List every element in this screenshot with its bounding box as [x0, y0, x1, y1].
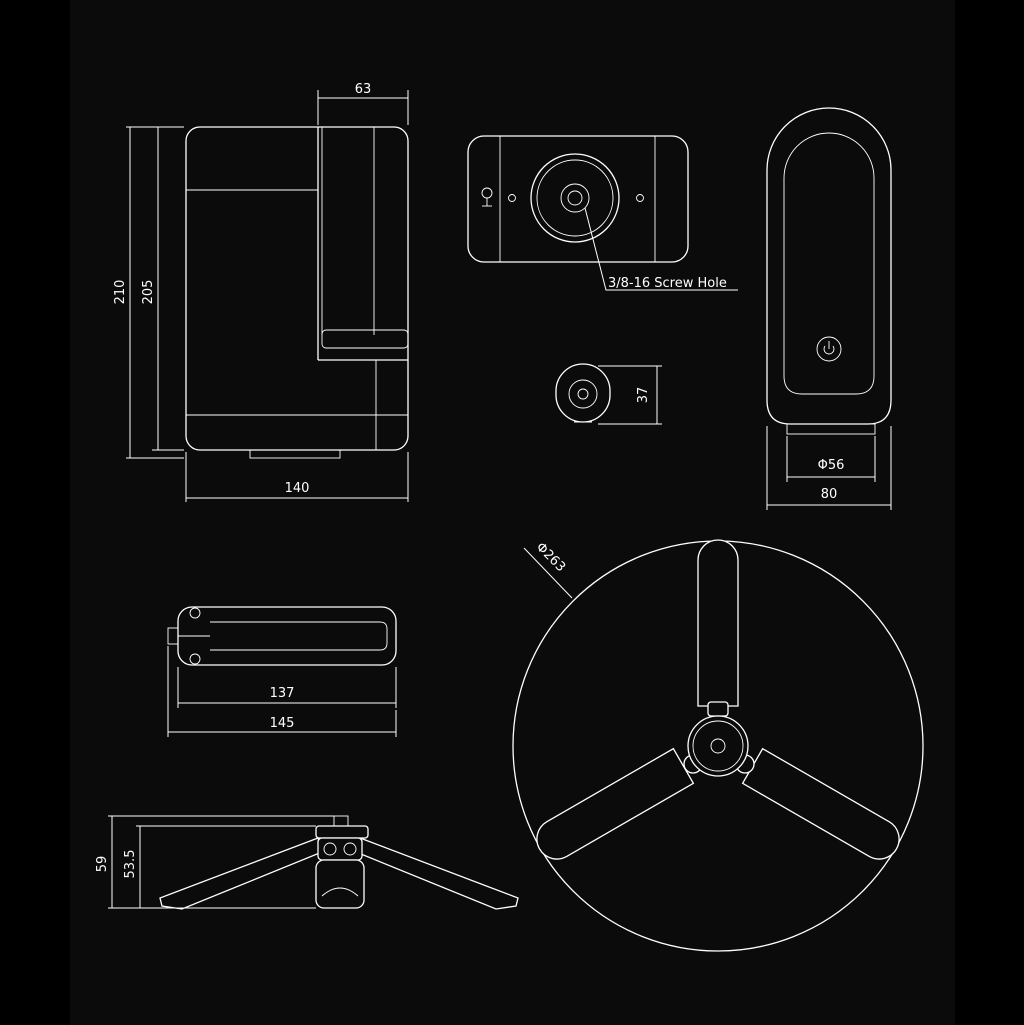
standing-tripod-view [108, 815, 519, 910]
label-screw-hole: 3/8-16 Screw Hole [608, 276, 727, 291]
dim-tripod-diameter: Φ263 [533, 540, 568, 575]
dim-folded-inner: 137 [270, 686, 295, 701]
drawing-panel [70, 0, 955, 1025]
folded-tripod-view [167, 606, 397, 737]
dim-knob-height: 37 [636, 387, 651, 404]
side-view [126, 90, 409, 502]
dim-back-inner: Φ56 [818, 458, 845, 473]
mount-icon [481, 187, 493, 207]
dim-side-height-outer: 210 [113, 280, 128, 305]
power-icon[interactable] [816, 336, 842, 362]
back-view [766, 107, 892, 510]
front-view [467, 135, 738, 291]
dim-stand-height-outer: 59 [95, 856, 110, 873]
knob-view [555, 363, 662, 425]
dim-folded-outer: 145 [270, 716, 295, 731]
tripod-top-view [512, 539, 924, 952]
dim-side-width: 140 [285, 481, 310, 496]
dim-side-depth: 63 [355, 82, 372, 97]
dim-stand-height-inner: 53.5 [123, 850, 138, 879]
dim-side-height-inner: 205 [141, 280, 156, 305]
dim-back-outer: 80 [821, 487, 838, 502]
